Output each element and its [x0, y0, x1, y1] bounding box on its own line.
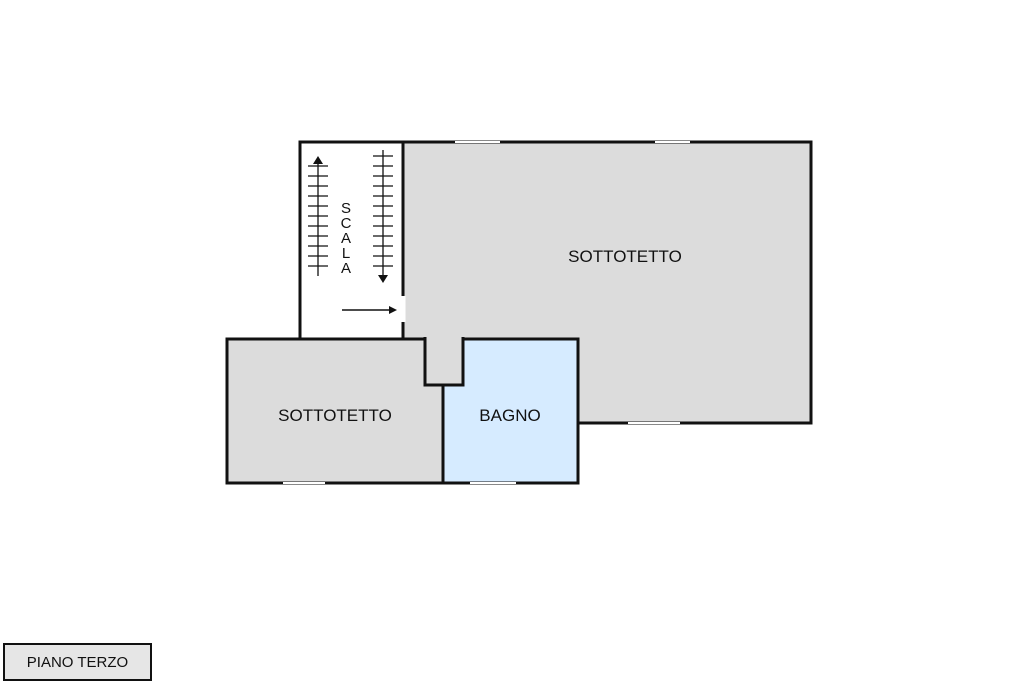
landing-wall — [423, 337, 465, 387]
window-marks — [283, 141, 690, 484]
stair-letter: C — [341, 215, 352, 232]
stair-down-arrowhead — [378, 275, 388, 283]
direction-arrow — [342, 306, 397, 314]
landing-corridor — [425, 337, 463, 385]
stair-letter: S — [341, 200, 351, 217]
stair-flight-up — [308, 156, 328, 276]
room-sottotetto-small — [225, 337, 445, 485]
stair-flight-down — [373, 150, 393, 283]
floor-label-badge: PIANO TERZO — [3, 643, 152, 681]
floor-label-text: PIANO TERZO — [26, 653, 129, 671]
stair-letter: L — [342, 245, 350, 262]
room-label-sottotetto-small: SOTTOTETTO — [278, 406, 392, 425]
room-label-sottotetto-main: SOTTOTETTO — [568, 247, 682, 266]
stair-up-arrowhead — [313, 156, 323, 164]
room-scala — [298, 140, 405, 341]
room-bagno — [441, 337, 580, 485]
room-label-bagno: BAGNO — [479, 406, 540, 425]
stair-label: S C A L A — [341, 200, 352, 277]
stair-letter: A — [341, 230, 351, 247]
stair-letter: A — [341, 260, 351, 277]
